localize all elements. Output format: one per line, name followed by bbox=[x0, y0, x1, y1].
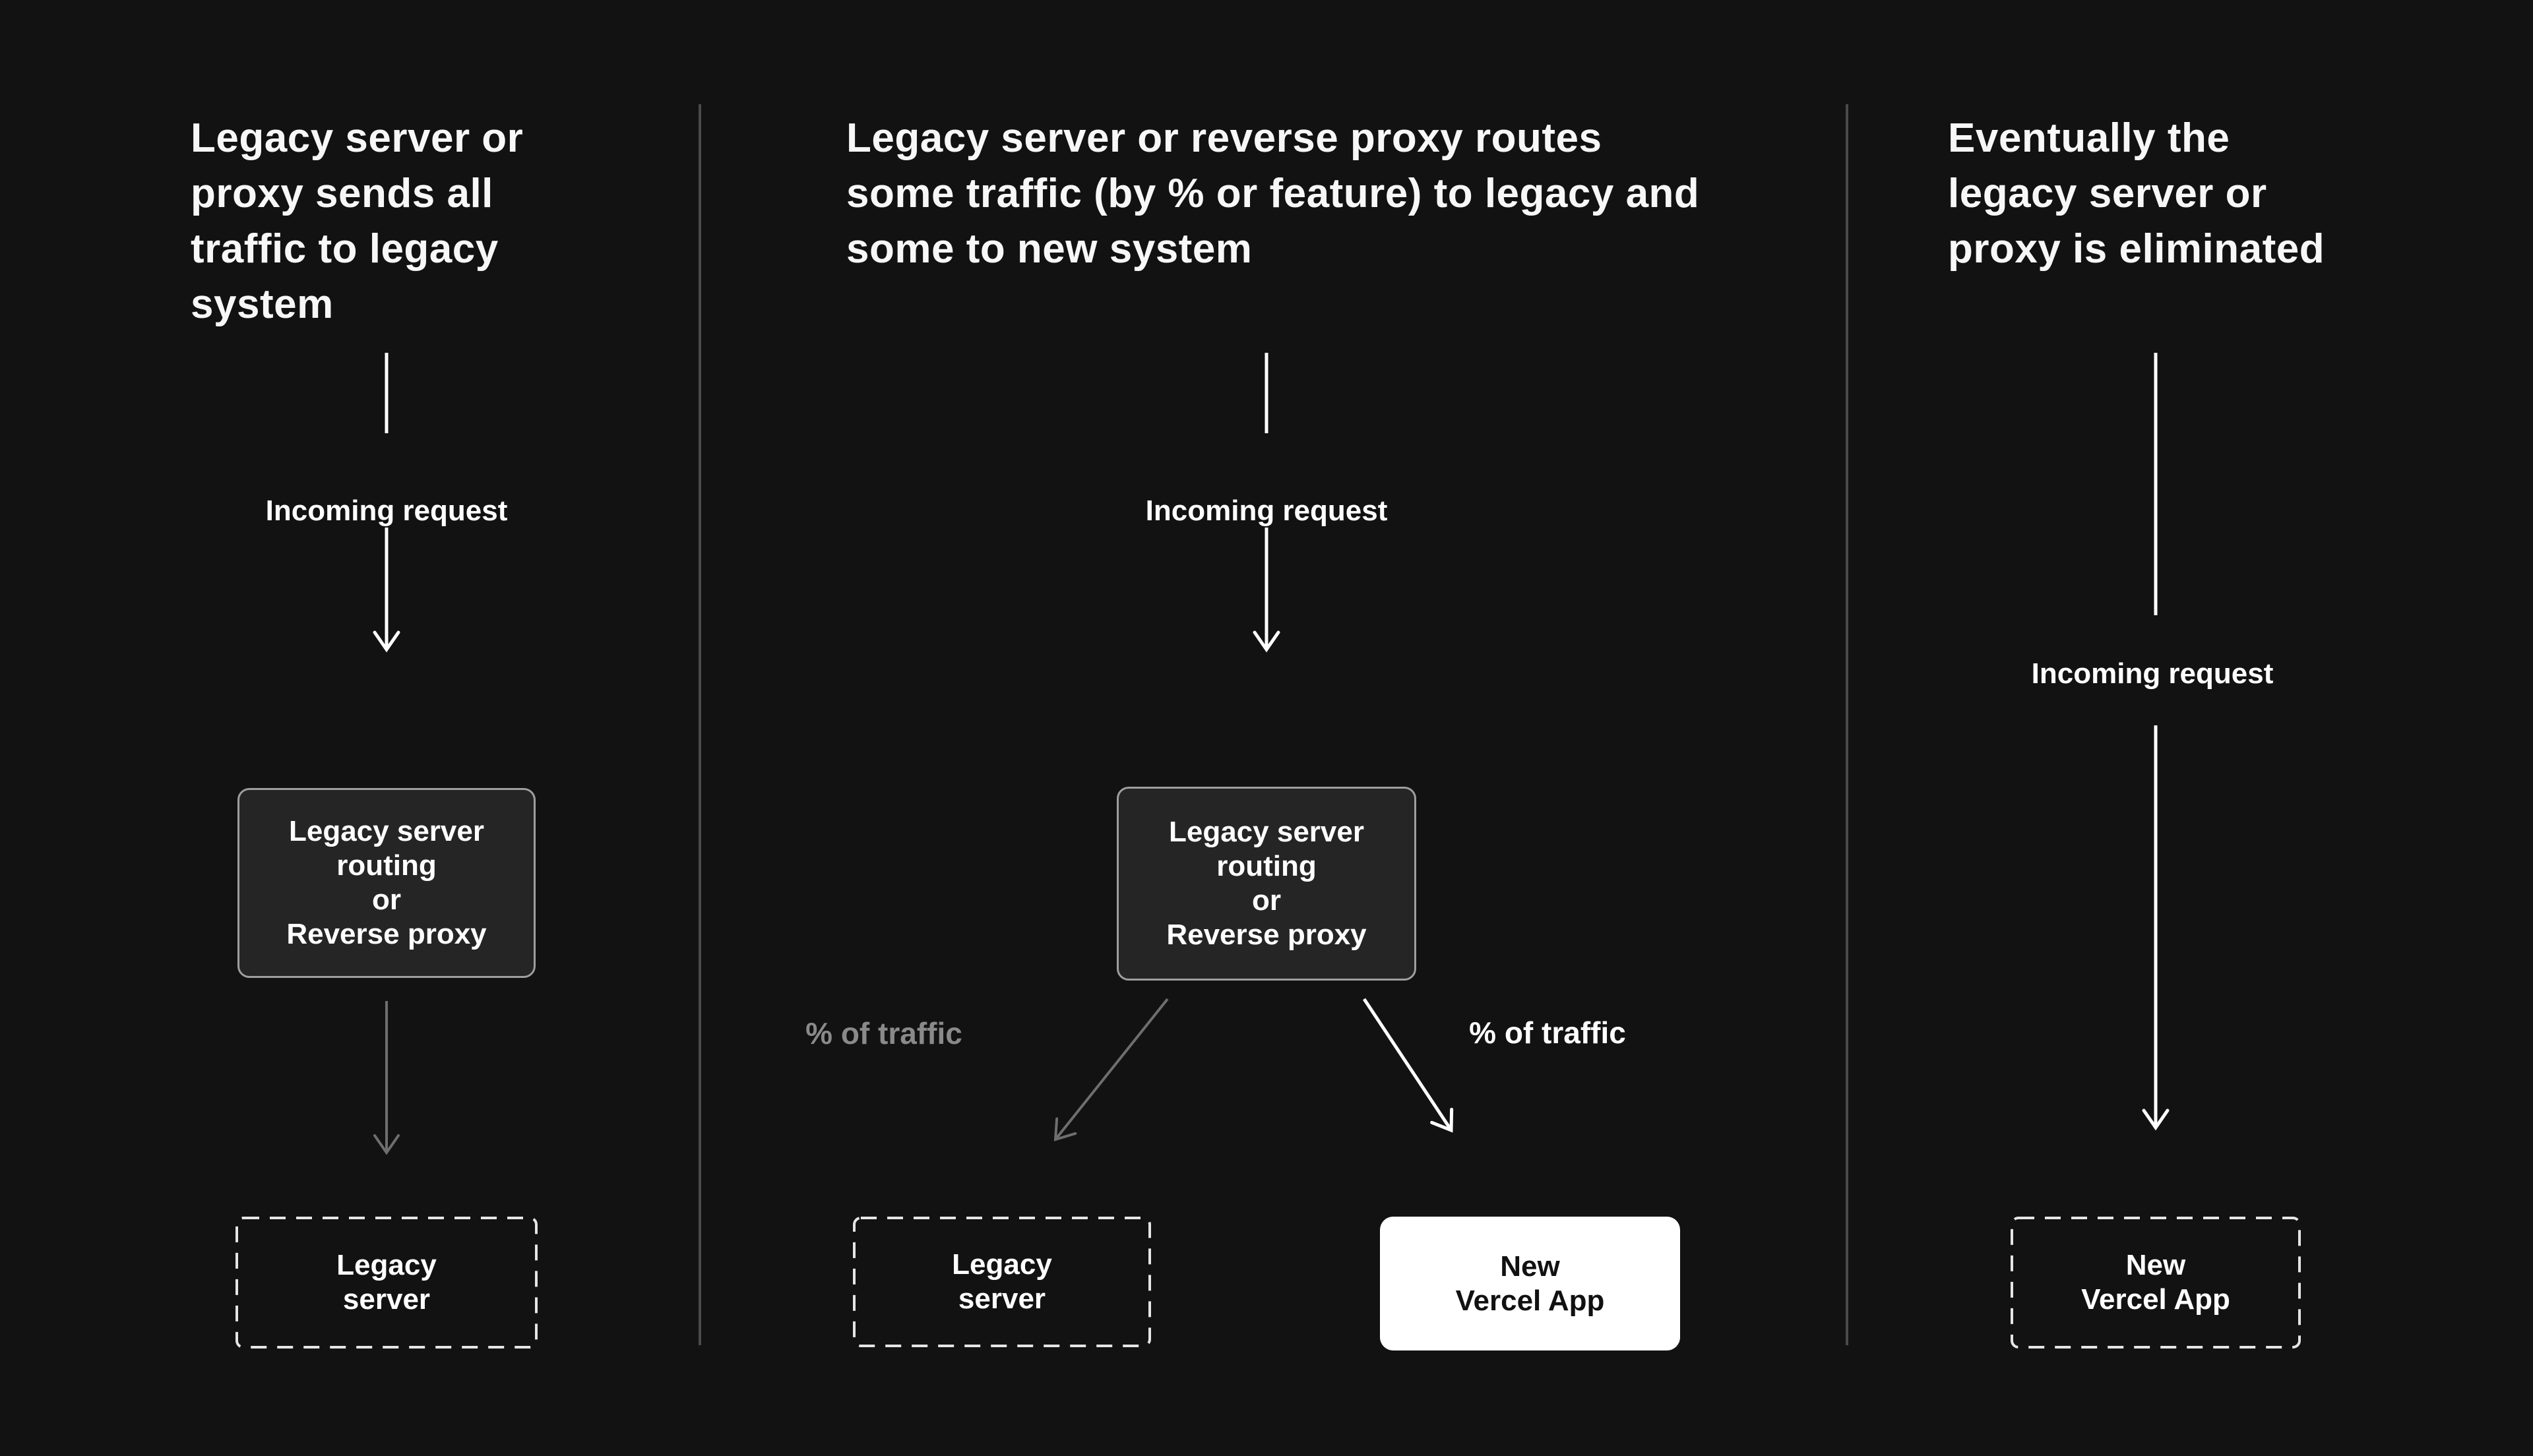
dashed-border bbox=[235, 1217, 538, 1349]
left-router-box-label: Legacy server routing or Reverse proxy bbox=[286, 815, 487, 950]
middle-new-vercel-app-box-label: New Vercel App bbox=[1455, 1250, 1605, 1317]
left-incoming-request-label: Incoming request bbox=[265, 495, 508, 527]
middle-legacy-server-box-label: Legacy server bbox=[952, 1248, 1052, 1315]
right-new-vercel-app-box-label: New Vercel App bbox=[2081, 1249, 2230, 1316]
traffic-percent-label-legacy: % of traffic bbox=[805, 1016, 962, 1050]
right-new-vercel-app-box: New Vercel App bbox=[2011, 1217, 2301, 1349]
middle-router-box-label: Legacy server routing or Reverse proxy bbox=[1166, 816, 1367, 951]
right-incoming-request-label: Incoming request bbox=[2031, 657, 2274, 690]
left-legacy-server-box: Legacy server bbox=[235, 1217, 538, 1349]
dashed-border bbox=[853, 1217, 1151, 1347]
traffic-percent-label-vercel: % of traffic bbox=[1469, 1016, 1626, 1050]
panel-middle-title: Legacy server or reverse proxy routes so… bbox=[846, 115, 1700, 272]
left-router-box: Legacy server routing or Reverse proxy bbox=[237, 788, 536, 978]
panel-right-title: Eventually the legacy server or proxy is… bbox=[1948, 115, 2325, 272]
dashed-border bbox=[2011, 1217, 2301, 1349]
panel-left-title: Legacy server or proxy sends all traffic… bbox=[191, 115, 524, 327]
middle-router-box: Legacy server routing or Reverse proxy bbox=[1117, 787, 1416, 981]
middle-legacy-server-box: Legacy server bbox=[853, 1217, 1151, 1347]
middle-new-vercel-app-box: New Vercel App bbox=[1380, 1217, 1680, 1350]
middle-incoming-request-label: Incoming request bbox=[1145, 495, 1388, 527]
left-legacy-server-box-label: Legacy server bbox=[336, 1249, 437, 1316]
middle-router-to-vercel-arrow bbox=[1362, 998, 1454, 1133]
middle-router-to-legacy-arrow bbox=[1053, 998, 1169, 1141]
